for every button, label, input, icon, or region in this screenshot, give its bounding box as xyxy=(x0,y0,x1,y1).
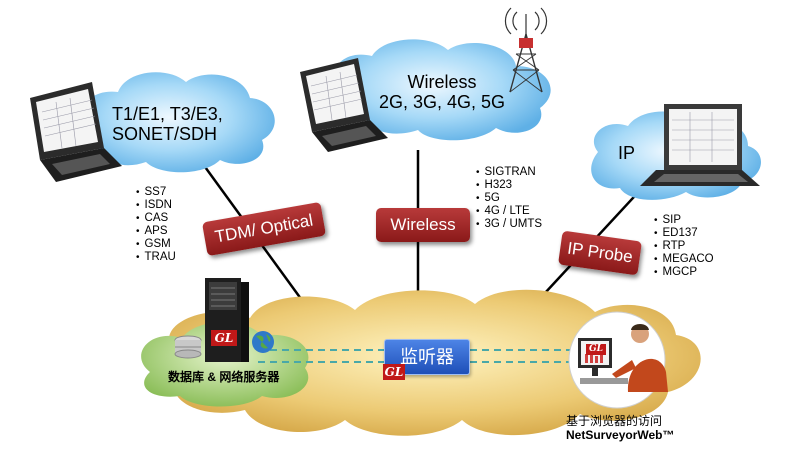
protocol-item: ISDN xyxy=(136,199,176,212)
cloud-ip-label: IP xyxy=(618,143,636,163)
protocol-item: 3G / UMTS xyxy=(476,218,543,231)
cloud-tdm-label: T1/E1, T3/E3,SONET/SDH xyxy=(112,104,223,144)
web-access-label: 基于浏览器的访问 xyxy=(566,414,663,428)
database-icon xyxy=(174,335,202,359)
probe-tag-wireless: Wireless xyxy=(376,208,470,242)
protocol-item: RTP xyxy=(654,240,714,253)
protocol-item: H323 xyxy=(476,179,542,192)
protocol-item: SIGTRAN xyxy=(476,166,542,179)
laptop-ip-icon xyxy=(640,104,760,186)
protocol-item: MEGACO xyxy=(654,253,714,266)
server-icon xyxy=(205,278,249,362)
protocol-item: CAS xyxy=(136,212,176,225)
server-label: 数据库 & 网络服务器 xyxy=(168,370,280,384)
protocol-item: MGCP xyxy=(654,266,714,279)
protocol-item: ED137 xyxy=(654,227,714,240)
protocol-item: 4G / LTE xyxy=(476,205,542,218)
laptop-tdm-icon xyxy=(30,82,122,182)
protocol-item: 5G xyxy=(476,192,542,205)
protocol-item: SS7 xyxy=(136,186,176,199)
cell-tower-icon xyxy=(504,7,548,93)
cloud-tdm xyxy=(82,72,275,173)
globe-icon xyxy=(252,331,274,353)
gl-logo-monitor: GL xyxy=(383,364,405,380)
protocol-item: TRAU xyxy=(136,251,176,264)
protocol-list-tdm: SS7 ISDN CAS APS GSM TRAU xyxy=(136,186,176,264)
protocol-list-wireless: SIGTRAN H323 5G 4G / LTE 3G / UMTS xyxy=(476,166,543,231)
cloud-wireless xyxy=(334,39,551,141)
monitor-box: 监听器 xyxy=(384,339,470,375)
protocol-item: GSM xyxy=(136,238,176,251)
protocol-item: SIP xyxy=(654,214,714,227)
protocol-list-ip: SIP ED137 RTP MEGACO MGCP xyxy=(654,214,714,279)
gl-logo-server: GL xyxy=(211,330,237,346)
gl-logo-user: GL xyxy=(586,344,606,355)
netsurveyorweb-label: NetSurveyorWeb™ xyxy=(566,428,675,442)
laptop-wireless-icon xyxy=(300,58,388,152)
protocol-item: APS xyxy=(136,225,176,238)
